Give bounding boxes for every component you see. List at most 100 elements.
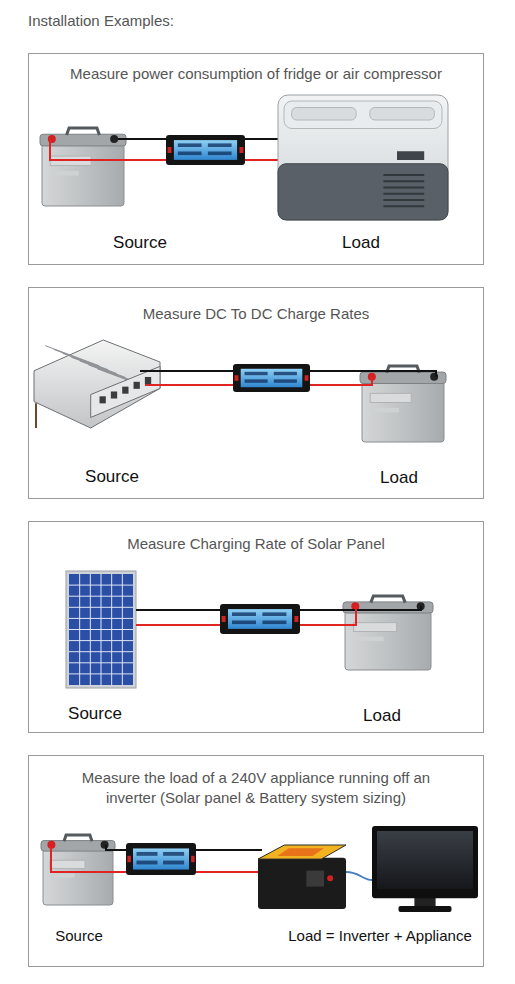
meter-picture-part: [174, 140, 237, 160]
charger-picture-part: [63, 353, 117, 373]
panel-heading: Measure Charging Rate of Solar Panel: [127, 534, 385, 554]
negative-wire: [298, 606, 421, 610]
meter-picture-part: [191, 856, 195, 862]
battery-picture-part: [345, 611, 431, 670]
battery-picture-part: [50, 874, 75, 878]
example-panel: Measure power consumption of fridge or a…: [28, 53, 484, 265]
panel-heading: Measure power consumption of fridge or a…: [70, 64, 442, 84]
fridge-picture-part: [397, 151, 424, 160]
role-label: Source: [68, 704, 122, 724]
charger-picture-part: [80, 361, 134, 381]
charger-picture-part: [34, 340, 160, 428]
example-panel: Measure Charging Rate of Solar Panel: [28, 521, 484, 733]
fridge-picture-part: [383, 205, 424, 207]
meter-picture: [220, 604, 300, 634]
meter-picture-part: [178, 143, 202, 147]
solar-panel-picture: [66, 571, 136, 688]
solar-panel-picture-part: [69, 673, 133, 674]
positive-wire: [136, 624, 222, 626]
role-label: Source: [85, 467, 139, 487]
charger-picture-part: [71, 357, 125, 377]
meter-picture-part: [274, 379, 297, 382]
battery-picture: [40, 128, 126, 206]
battery-picture-part: [67, 128, 100, 135]
meter-picture-part: [137, 852, 158, 856]
solar-panel-picture-part: [69, 596, 133, 597]
panel-heading: Measure the load of a 240V appliance run…: [60, 768, 452, 808]
meter-picture-part: [137, 861, 158, 865]
battery-picture-part: [50, 860, 85, 868]
battery-picture-part: [64, 835, 92, 841]
solar-panel-picture-part: [69, 629, 133, 630]
battery-picture-part: [371, 596, 405, 603]
fridge-picture-part: [278, 164, 448, 220]
meter-picture-part: [245, 372, 268, 375]
meter-picture-part: [241, 369, 303, 387]
battery-picture-part: [50, 171, 79, 176]
charger-picture-part: [100, 396, 106, 403]
meter-picture-part: [232, 612, 256, 616]
page-title: Installation Examples:: [28, 12, 174, 30]
role-label: Load: [363, 706, 401, 726]
meter-picture-part: [163, 852, 184, 856]
negative-wire: [243, 138, 282, 140]
meter-picture-part: [168, 147, 172, 153]
charger-picture-part: [45, 346, 99, 366]
meter-picture-part: [235, 375, 239, 381]
negative-wire: [308, 371, 436, 377]
battery-picture-part: [41, 841, 115, 852]
battery-picture-part: [354, 637, 384, 641]
meter-picture-part: [228, 609, 292, 629]
battery-picture-part: [40, 134, 126, 146]
fridge-picture-part: [278, 95, 448, 220]
tv-picture-part: [399, 906, 452, 912]
solar-panel-picture-part: [66, 571, 136, 688]
inverter-picture-part: [277, 848, 324, 856]
meter-picture-part: [262, 612, 286, 616]
role-label: Source: [55, 927, 103, 945]
fridge-picture-part: [292, 108, 357, 121]
panel-heading: Measure DC To DC Charge Rates: [143, 304, 369, 324]
positive-wire: [51, 846, 130, 872]
solar-panel-picture-part: [69, 585, 133, 586]
solar-panel-picture-part: [69, 607, 133, 608]
solar-panel-picture-part: [69, 618, 133, 619]
positive-wire: [308, 377, 372, 385]
inverter-picture-part: [258, 858, 346, 909]
charger-picture: [34, 340, 160, 428]
meter-picture: [126, 843, 196, 875]
role-label: Source: [113, 233, 167, 253]
solar-panel-picture-part: [69, 651, 133, 652]
role-label: Load: [380, 468, 418, 488]
negative-wire: [140, 370, 235, 372]
fridge-picture: [278, 95, 448, 220]
battery-picture-part: [370, 408, 399, 413]
fridge-picture-part: [383, 199, 424, 201]
meter-picture-part: [245, 379, 268, 382]
charger-picture-part: [145, 377, 151, 384]
tv-picture: [372, 826, 478, 912]
meter-picture-part: [166, 135, 245, 165]
fridge-picture-part: [383, 180, 424, 182]
negative-wire: [194, 849, 262, 851]
meter-picture-part: [305, 375, 309, 381]
battery-picture-part: [370, 393, 411, 402]
charger-picture-part: [111, 391, 117, 398]
meter-picture-part: [222, 616, 226, 622]
battery-picture-part: [43, 849, 113, 905]
solar-panel-picture-part: [69, 640, 133, 641]
meter-picture-part: [133, 848, 189, 869]
inverter-picture-part: [306, 871, 324, 887]
meter-picture-part: [233, 364, 310, 392]
positive-wire: [243, 159, 282, 161]
positive-wire: [145, 384, 235, 386]
meter-picture-part: [163, 861, 184, 865]
meter-picture-part: [232, 621, 256, 625]
solar-panel-picture-part: [69, 574, 133, 685]
tv-picture-part: [377, 831, 473, 889]
fridge-picture-part: [383, 193, 424, 195]
meter-picture-part: [126, 843, 196, 875]
fridge-picture-part: [383, 174, 424, 176]
meter-picture-part: [220, 604, 300, 634]
